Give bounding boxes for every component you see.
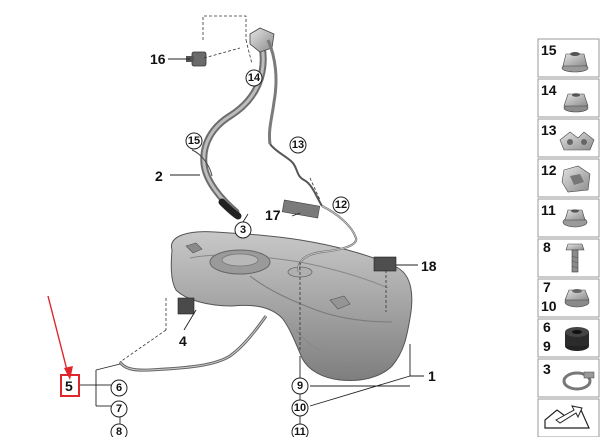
circled-callouts bbox=[110, 69, 350, 437]
callout-17: 17 bbox=[265, 207, 281, 223]
plug-nut-icon bbox=[564, 289, 590, 308]
callout-12: 12 bbox=[335, 199, 347, 211]
parts-panel: 15 14 13 12 11 8 7 10 6 9 3 bbox=[537, 38, 600, 437]
fuel-tank bbox=[170, 231, 413, 381]
callout-4: 4 bbox=[179, 333, 187, 349]
pipe-clip-icon bbox=[559, 131, 595, 151]
panel-label-14: 14 bbox=[541, 82, 557, 98]
callout-18: 18 bbox=[421, 258, 437, 274]
callout-14: 14 bbox=[248, 72, 261, 84]
callout-2: 2 bbox=[155, 168, 163, 184]
callout-15: 15 bbox=[188, 135, 200, 147]
panel-label-12: 12 bbox=[541, 162, 557, 178]
dashed-leaders bbox=[119, 15, 387, 363]
callout-8: 8 bbox=[116, 426, 122, 437]
pad-part-4 bbox=[177, 297, 195, 315]
callout-3: 3 bbox=[240, 224, 246, 236]
vent-lines bbox=[118, 143, 358, 372]
collar-nut-icon bbox=[562, 209, 588, 228]
callout-9: 9 bbox=[297, 380, 303, 392]
pad-part-18 bbox=[373, 256, 397, 272]
panel-label-13: 13 bbox=[541, 122, 557, 138]
callout-5: 5 bbox=[65, 378, 73, 394]
rubber-grommet-icon bbox=[565, 327, 589, 351]
cable-holder-icon bbox=[561, 165, 591, 193]
arrow-symbol-icon bbox=[544, 405, 590, 429]
panel-label-7: 7 bbox=[543, 279, 551, 295]
panel-label-10: 10 bbox=[541, 298, 557, 314]
callout-7: 7 bbox=[116, 403, 122, 415]
highlight-box bbox=[60, 374, 80, 397]
flange-nut-icon bbox=[561, 52, 589, 73]
bolt-icon bbox=[565, 243, 585, 273]
hex-nut-icon bbox=[563, 93, 589, 113]
filler-pipe bbox=[200, 27, 278, 220]
solid-leaders bbox=[80, 58, 424, 428]
callout-10: 10 bbox=[294, 402, 306, 414]
panel-label-8: 8 bbox=[543, 239, 551, 255]
callout-11: 11 bbox=[294, 426, 306, 437]
panel-label-11: 11 bbox=[541, 202, 556, 218]
panel-label-9: 9 bbox=[543, 338, 551, 354]
parts-panel-cells bbox=[537, 38, 600, 437]
circled-callout-texts: 14 15 13 12 3 9 10 11 6 7 8 bbox=[116, 72, 347, 437]
panel-label-15: 15 bbox=[541, 42, 557, 58]
callout-16: 16 bbox=[150, 51, 166, 67]
highlight-arrow bbox=[47, 295, 73, 380]
callout-13: 13 bbox=[292, 139, 304, 151]
hose-clamp-icon bbox=[562, 371, 595, 391]
panel-label-6: 6 bbox=[543, 319, 551, 335]
plain-labels: 16 2 17 18 4 1 5 bbox=[65, 51, 437, 394]
panel-label-3: 3 bbox=[543, 361, 551, 377]
callout-1: 1 bbox=[428, 368, 436, 384]
callout-6: 6 bbox=[116, 382, 122, 394]
pad-part-17 bbox=[281, 199, 321, 219]
